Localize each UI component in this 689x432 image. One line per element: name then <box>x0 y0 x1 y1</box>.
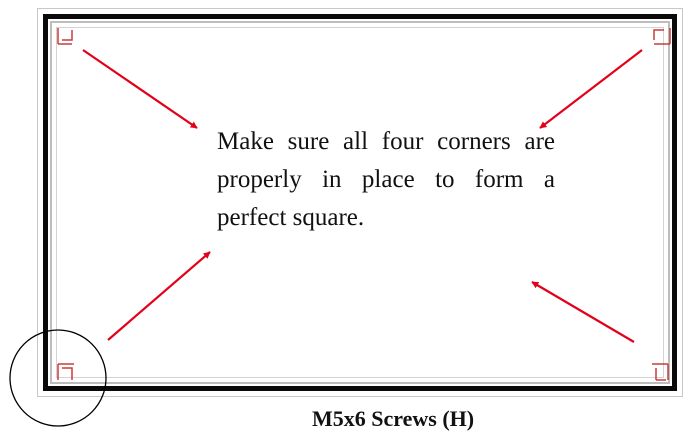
corner-bracket-top-right-icon <box>653 28 671 45</box>
frame-black-border <box>43 14 677 391</box>
arrow-icon <box>531 281 635 343</box>
corner-bracket-top-left-icon <box>57 28 73 45</box>
highlight-circle <box>9 329 107 427</box>
arrow-icon <box>107 251 211 341</box>
frame-outer-border <box>37 8 683 397</box>
frame-inner-border-light <box>56 27 664 378</box>
frame-inner-border <box>50 21 670 384</box>
instruction-text: Make sure all four corners are properly … <box>217 128 555 231</box>
corner-bracket-bottom-left-icon <box>57 363 74 380</box>
corner-bracket-bottom-right-icon <box>652 363 669 381</box>
arrow-icon <box>82 49 198 129</box>
arrow-icon <box>539 49 643 129</box>
caption-label: M5x6 Screws (H) <box>312 406 475 431</box>
